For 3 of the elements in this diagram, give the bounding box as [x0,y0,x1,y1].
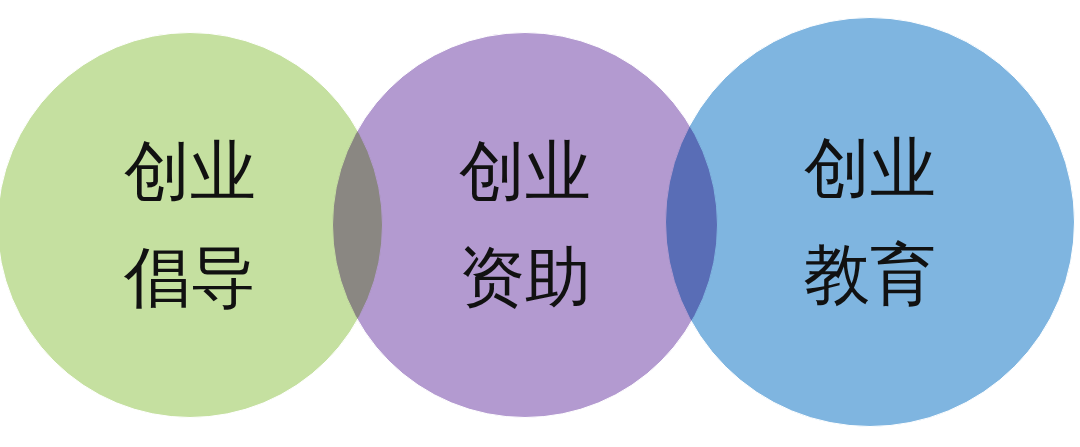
circle-label: 创业资助 [458,132,592,318]
circle-label: 创业教育 [803,129,937,315]
circle-label: 创业倡导 [123,132,257,318]
